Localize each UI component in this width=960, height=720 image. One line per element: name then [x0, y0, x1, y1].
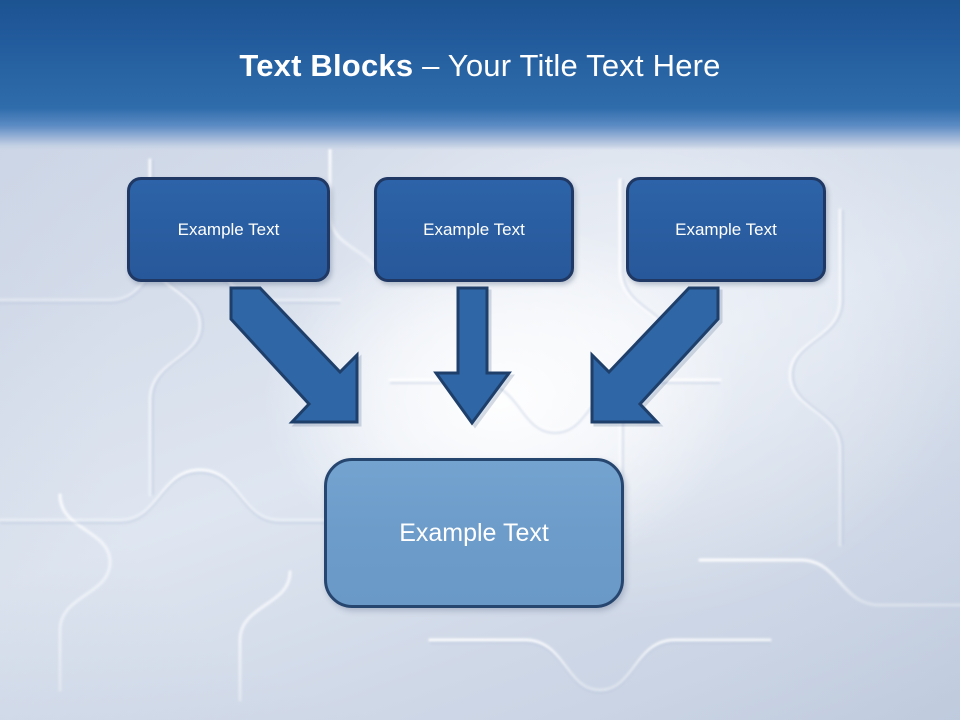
text-block-3[interactable]: Example Text	[626, 177, 826, 282]
header-band	[0, 0, 960, 150]
text-block-1[interactable]: Example Text	[127, 177, 330, 282]
page-title-separator: –	[413, 48, 448, 83]
page-title-bold: Text Blocks	[239, 48, 414, 83]
text-block-1-label: Example Text	[177, 219, 280, 239]
page-title: Text Blocks – Your Title Text Here	[0, 48, 960, 84]
text-block-3-label: Example Text	[675, 219, 777, 239]
page-title-light: Your Title Text Here	[447, 48, 721, 83]
text-block-2-label: Example Text	[423, 219, 525, 239]
text-block-result[interactable]: Example Text	[324, 458, 624, 608]
text-block-2[interactable]: Example Text	[374, 177, 574, 282]
text-block-result-label: Example Text	[399, 518, 549, 547]
